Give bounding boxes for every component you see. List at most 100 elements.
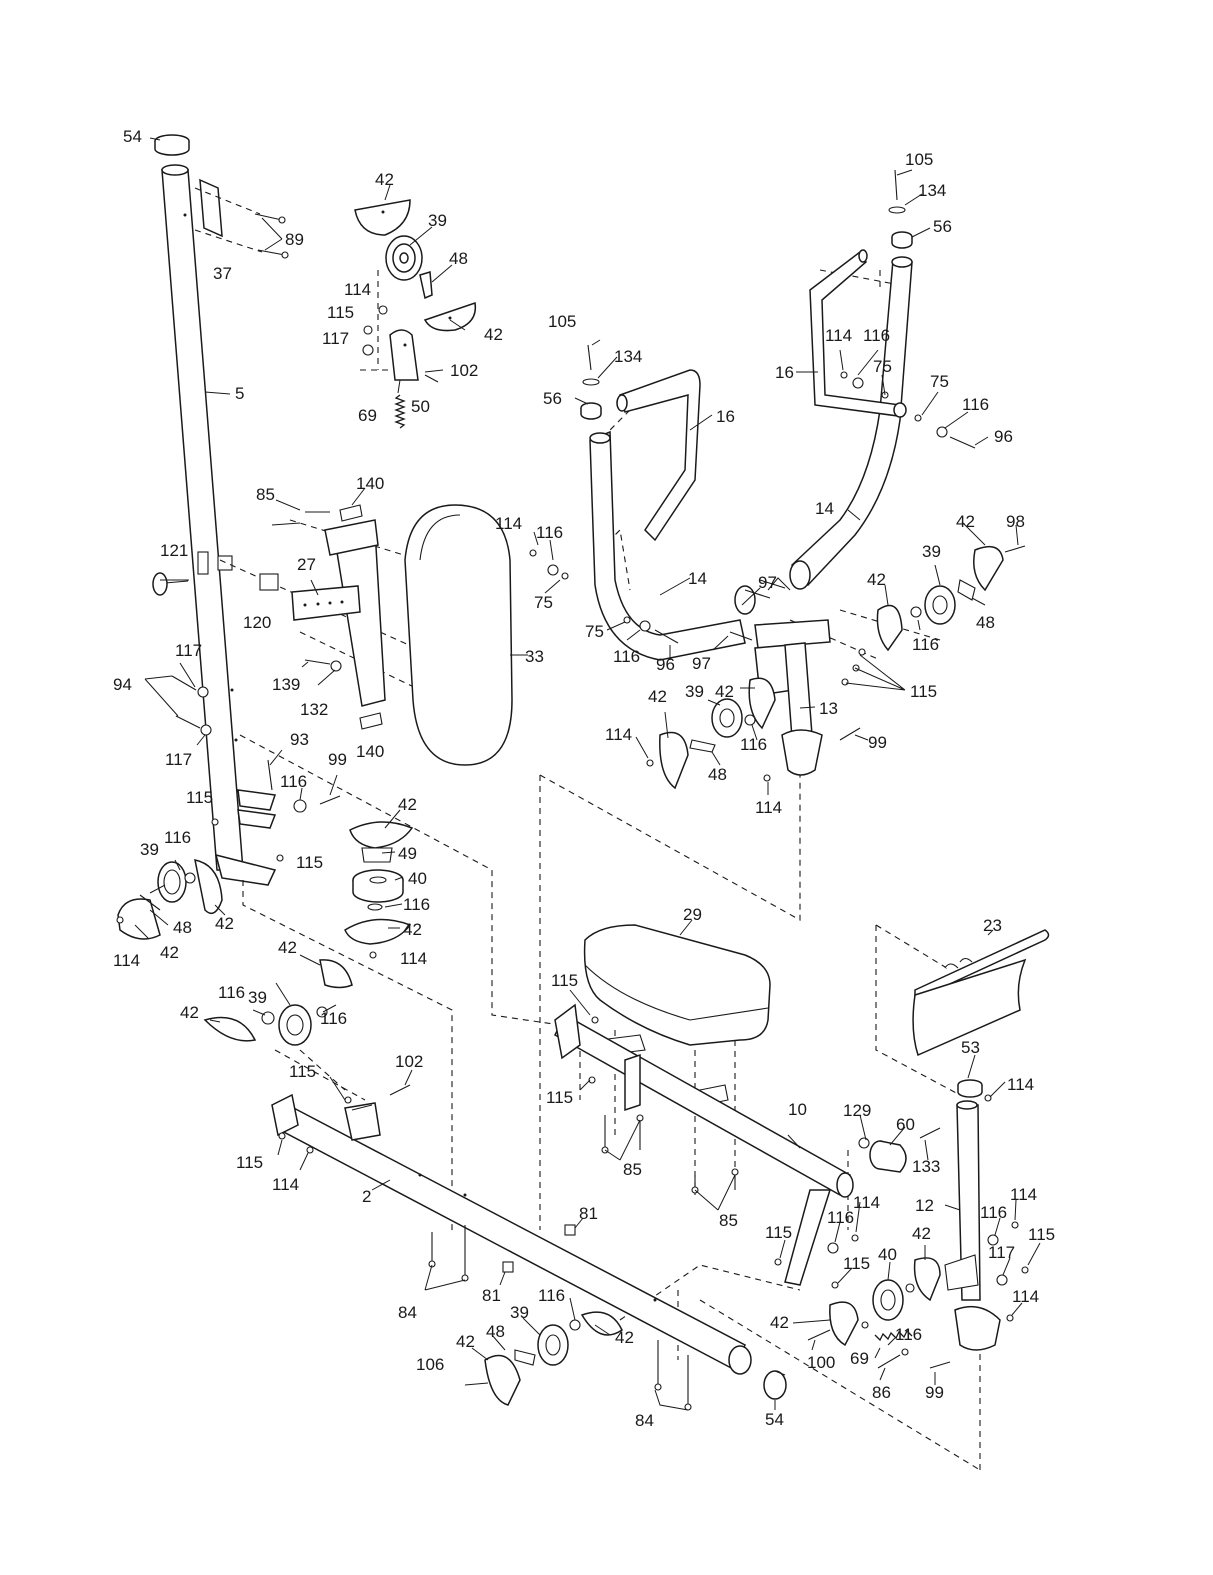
- label-116: 116: [320, 1009, 347, 1028]
- label-114: 114: [113, 951, 140, 970]
- label-49: 49: [398, 844, 417, 863]
- label-105: 105: [905, 150, 933, 169]
- label-116: 116: [164, 828, 191, 847]
- label-85: 85: [719, 1211, 738, 1230]
- label-48: 48: [976, 613, 995, 632]
- label-42: 42: [615, 1328, 634, 1347]
- label-42: 42: [956, 512, 975, 531]
- label-48: 48: [449, 249, 468, 268]
- label-23: 23: [983, 916, 1002, 935]
- label-114: 114: [1010, 1185, 1037, 1204]
- label-40: 40: [408, 869, 427, 888]
- label-42: 42: [912, 1224, 931, 1243]
- upright-frame-part-5: [154, 134, 277, 886]
- label-114: 114: [605, 725, 632, 744]
- label-115: 115: [910, 682, 937, 701]
- seat-rail-part-10: [554, 1003, 854, 1286]
- label-29: 29: [683, 905, 702, 924]
- label-42: 42: [648, 687, 667, 706]
- label-14: 14: [688, 569, 707, 588]
- label-39: 39: [248, 988, 267, 1007]
- label-115: 115: [765, 1223, 792, 1242]
- label-116: 116: [863, 326, 890, 345]
- label-42: 42: [484, 325, 503, 344]
- label-116: 116: [740, 735, 767, 754]
- label-97: 97: [692, 654, 711, 673]
- left-bottom-pulley: [203, 959, 353, 1046]
- label-96: 96: [994, 427, 1013, 446]
- label-14: 14: [815, 499, 834, 518]
- label-116: 116: [980, 1203, 1007, 1222]
- label-81: 81: [579, 1204, 598, 1223]
- label-16: 16: [775, 363, 794, 382]
- label-48: 48: [708, 765, 727, 784]
- label-89: 89: [285, 230, 304, 249]
- label-10: 10: [788, 1100, 807, 1119]
- label-54: 54: [123, 127, 142, 146]
- label-75: 75: [873, 357, 892, 376]
- base-frame-part-2: [271, 1084, 787, 1411]
- top-pulley-assembly: [354, 199, 477, 429]
- label-16: 16: [716, 407, 735, 426]
- label-40: 40: [878, 1245, 897, 1264]
- label-27: 27: [297, 555, 316, 574]
- label-114: 114: [853, 1193, 880, 1212]
- label-37: 37: [213, 264, 232, 283]
- label-42: 42: [403, 920, 422, 939]
- label-117: 117: [988, 1243, 1015, 1262]
- label-133: 133: [912, 1157, 940, 1176]
- lower-right-pulley: [774, 1234, 941, 1369]
- label-114: 114: [400, 949, 427, 968]
- label-69: 69: [850, 1349, 869, 1368]
- label-39: 39: [922, 542, 941, 561]
- label-54: 54: [765, 1410, 784, 1429]
- label-116: 116: [280, 772, 307, 791]
- label-97: 97: [758, 573, 777, 592]
- seat-back-assembly: [271, 504, 513, 766]
- label-96: 96: [656, 655, 675, 674]
- right-handlebar-assembly: [789, 169, 976, 590]
- label-140: 140: [356, 742, 384, 761]
- label-42: 42: [770, 1313, 789, 1332]
- upper-right-pulley: [876, 545, 1026, 652]
- label-48: 48: [486, 1322, 505, 1341]
- left-lower-pulley: [116, 859, 223, 940]
- label-116: 116: [218, 983, 245, 1002]
- label-5: 5: [235, 384, 244, 403]
- label-99: 99: [925, 1383, 944, 1402]
- label-56: 56: [933, 217, 952, 236]
- label-116: 116: [912, 635, 939, 654]
- label-120: 120: [243, 613, 271, 632]
- bottom-pulley: [464, 1311, 623, 1406]
- footrest-part-23: [912, 929, 1050, 1057]
- label-134: 134: [918, 181, 946, 200]
- label-85: 85: [623, 1160, 642, 1179]
- label-117: 117: [322, 329, 349, 348]
- label-39: 39: [428, 211, 447, 230]
- label-114: 114: [344, 280, 371, 299]
- label-106: 106: [416, 1355, 444, 1374]
- label-140: 140: [356, 474, 384, 493]
- label-102: 102: [450, 361, 478, 380]
- label-48: 48: [173, 918, 192, 937]
- label-116: 116: [538, 1286, 565, 1305]
- label-105: 105: [548, 312, 576, 331]
- label-134: 134: [614, 347, 642, 366]
- label-116: 116: [895, 1325, 922, 1344]
- label-33: 33: [525, 647, 544, 666]
- callout-leaders: [134, 137, 1041, 1411]
- label-129: 129: [843, 1101, 871, 1120]
- label-115: 115: [546, 1088, 573, 1107]
- label-116: 116: [536, 523, 563, 542]
- label-42: 42: [715, 682, 734, 701]
- label-114: 114: [1012, 1287, 1039, 1306]
- label-102: 102: [395, 1052, 423, 1071]
- label-69: 69: [358, 406, 377, 425]
- label-39: 39: [510, 1303, 529, 1322]
- label-116: 116: [403, 895, 430, 914]
- label-117: 117: [175, 641, 202, 660]
- label-13: 13: [819, 699, 838, 718]
- label-39: 39: [140, 840, 159, 859]
- label-94: 94: [113, 675, 132, 694]
